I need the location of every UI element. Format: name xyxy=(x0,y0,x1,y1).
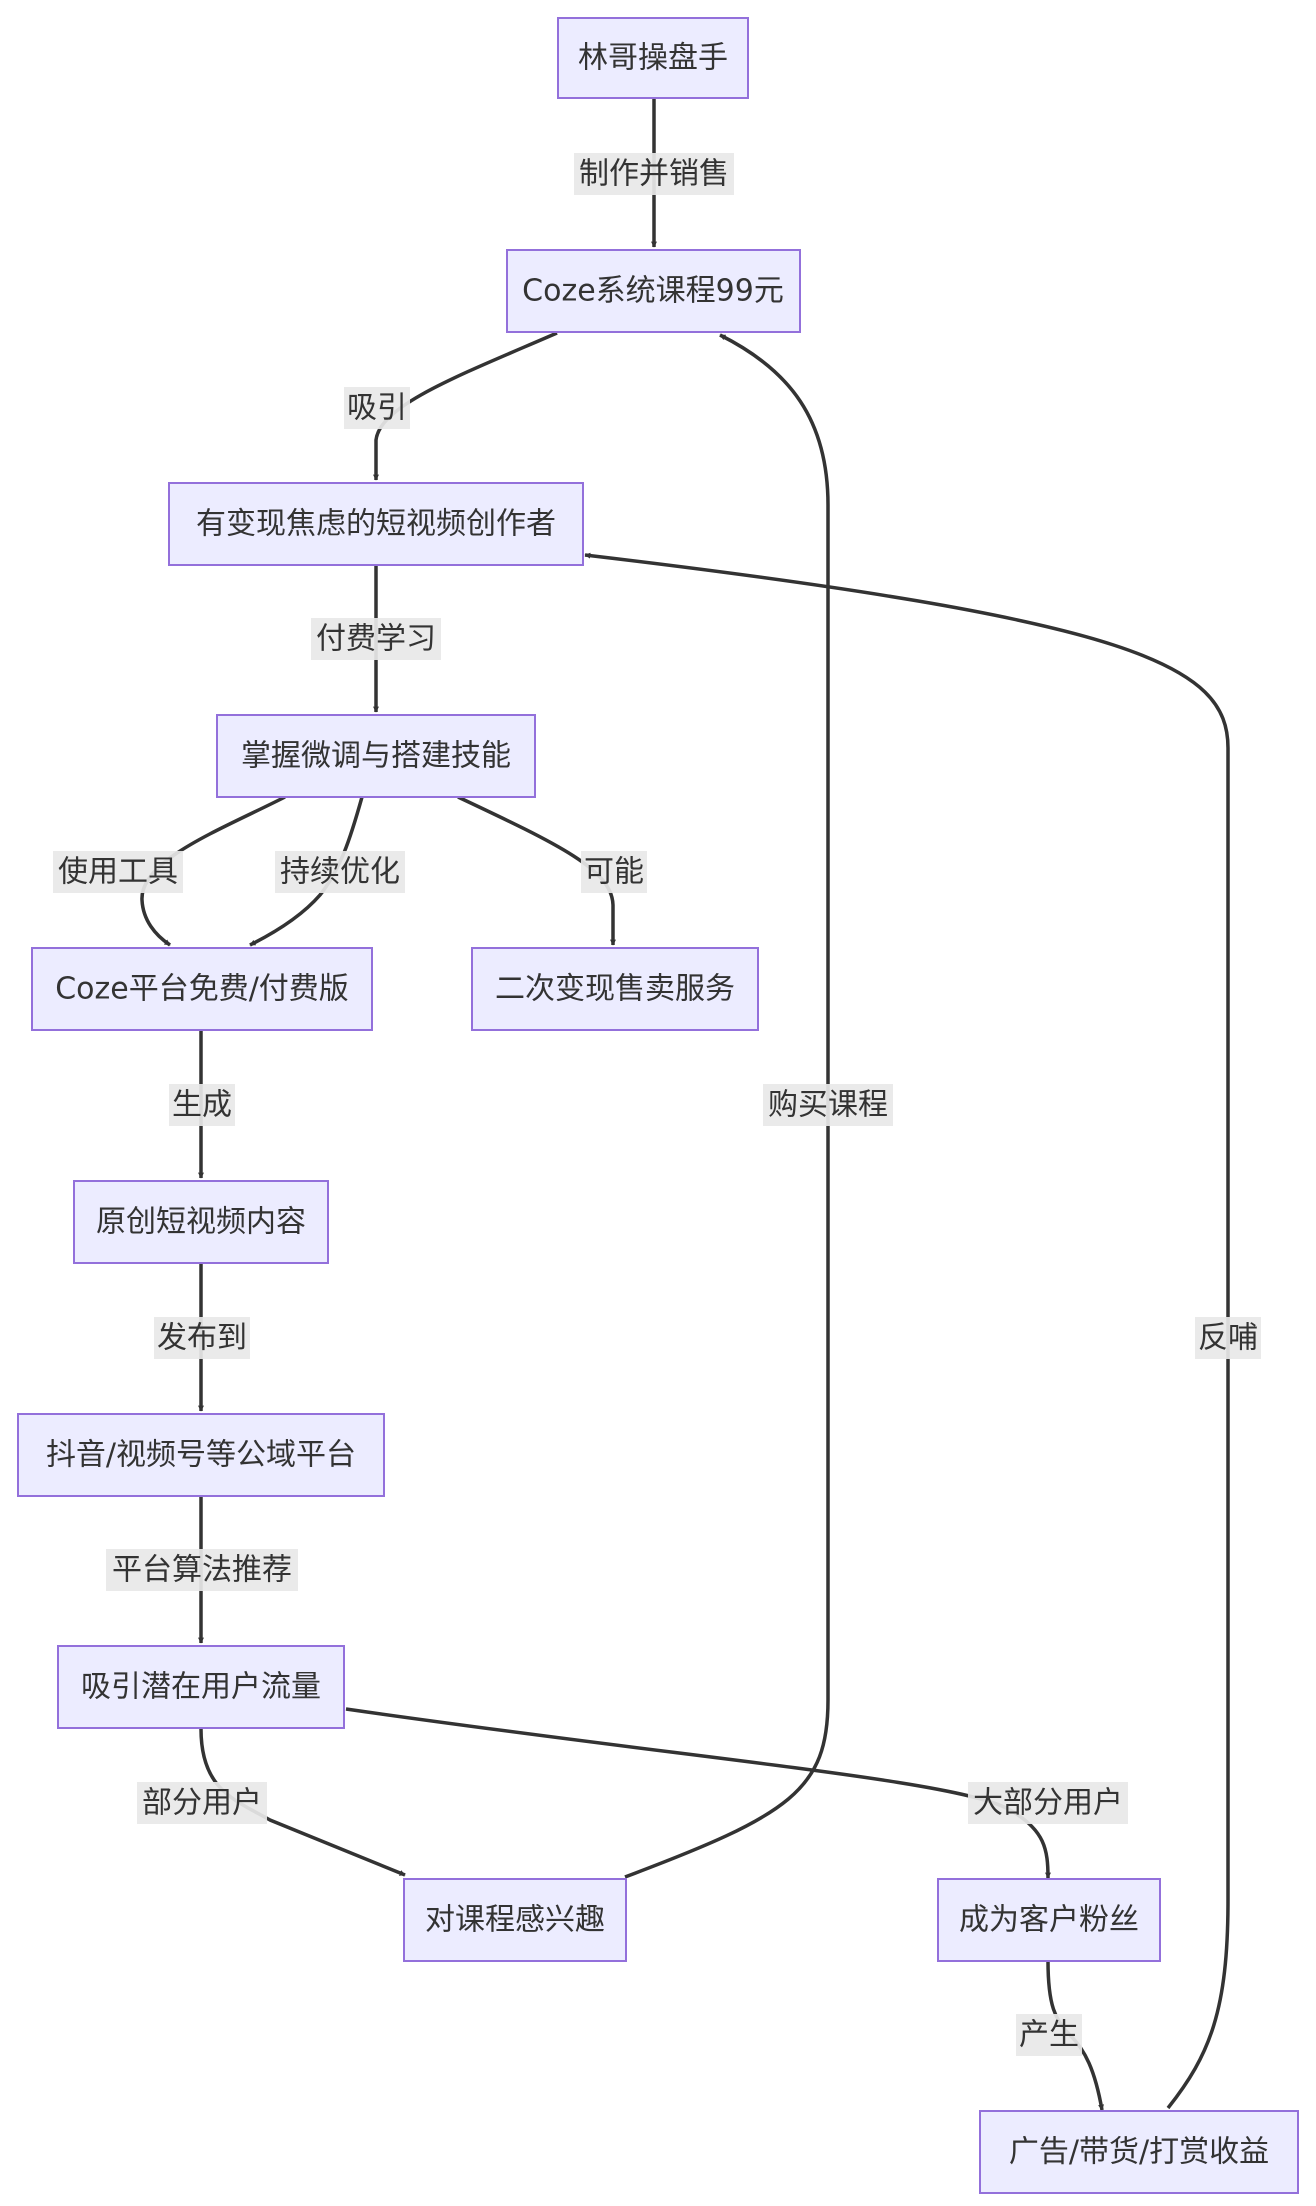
edge-coze-to-content: 生成 xyxy=(169,1031,235,1179)
svg-text:购买课程: 购买课程 xyxy=(768,1088,888,1123)
edge-label: 购买课程 xyxy=(763,1084,893,1126)
edge-content-to-platform: 发布到 xyxy=(154,1264,250,1412)
svg-text:反哺: 反哺 xyxy=(1198,1321,1258,1356)
svg-text:部分用户: 部分用户 xyxy=(142,1786,262,1821)
svg-text:生成: 生成 xyxy=(172,1088,232,1123)
edge-label: 持续优化 xyxy=(275,851,405,893)
svg-text:二次变现售卖服务: 二次变现售卖服务 xyxy=(495,972,735,1007)
edge-label: 平台算法推荐 xyxy=(106,1549,298,1591)
edge-label: 大部分用户 xyxy=(968,1782,1128,1824)
edge-skill-to-resell: 可能 xyxy=(457,795,647,946)
edge-lin-to-course: 制作并销售 xyxy=(574,97,734,248)
edge-platform-to-traffic: 平台算法推荐 xyxy=(106,1496,298,1644)
edge-label: 反哺 xyxy=(1195,1317,1261,1359)
svg-text:抖音/视频号等公域平台: 抖音/视频号等公域平台 xyxy=(46,1438,356,1473)
node-public-platform: 抖音/视频号等公域平台 xyxy=(17,1413,385,1497)
edge-label: 可能 xyxy=(581,851,647,893)
edge-label: 制作并销售 xyxy=(574,153,734,195)
edge-label: 发布到 xyxy=(154,1317,250,1359)
svg-text:成为客户粉丝: 成为客户粉丝 xyxy=(959,1903,1139,1938)
svg-text:Coze平台免费/付费版: Coze平台免费/付费版 xyxy=(55,972,349,1007)
svg-text:掌握微调与搭建技能: 掌握微调与搭建技能 xyxy=(241,739,511,774)
svg-text:持续优化: 持续优化 xyxy=(280,855,400,890)
edge-fans-to-income: 产生 xyxy=(1016,1960,1105,2111)
node-income: 广告/带货/打赏收益 xyxy=(979,2110,1299,2194)
edges: 制作并销售 吸引 付费学习 使用工具 xyxy=(53,97,1261,2111)
edge-label: 部分用户 xyxy=(137,1782,267,1824)
svg-text:使用工具: 使用工具 xyxy=(58,855,178,890)
svg-text:付费学习: 付费学习 xyxy=(316,622,436,657)
svg-text:平台算法推荐: 平台算法推荐 xyxy=(112,1553,292,1588)
node-lin-operator: 林哥操盘手 xyxy=(557,17,749,99)
node-become-fans: 成为客户粉丝 xyxy=(937,1878,1161,1962)
edge-traffic-to-fans: 大部分用户 xyxy=(345,1707,1128,1879)
edge-label: 使用工具 xyxy=(53,851,183,893)
svg-text:有变现焦虑的短视频创作者: 有变现焦虑的短视频创作者 xyxy=(196,507,556,542)
svg-text:林哥操盘手: 林哥操盘手 xyxy=(578,41,728,76)
node-course-interest: 对课程感兴趣 xyxy=(403,1878,627,1962)
node-skill: 掌握微调与搭建技能 xyxy=(216,714,536,798)
edge-label: 生成 xyxy=(169,1084,235,1126)
node-resell-service: 二次变现售卖服务 xyxy=(471,947,759,1031)
edge-skill-to-coze-optimize: 持续优化 xyxy=(249,796,405,947)
svg-text:大部分用户: 大部分用户 xyxy=(973,1786,1123,1821)
svg-text:制作并销售: 制作并销售 xyxy=(579,157,729,192)
edge-interest-to-course: 购买课程 xyxy=(624,333,893,1879)
node-creator: 有变现焦虑的短视频创作者 xyxy=(168,482,584,566)
edge-label: 付费学习 xyxy=(311,618,441,660)
edge-label: 产生 xyxy=(1016,2014,1082,2056)
edge-skill-to-coze-tools: 使用工具 xyxy=(53,795,286,947)
svg-text:原创短视频内容: 原创短视频内容 xyxy=(96,1205,306,1240)
svg-text:产生: 产生 xyxy=(1019,2018,1079,2053)
node-traffic: 吸引潜在用户流量 xyxy=(57,1645,345,1729)
node-original-content: 原创短视频内容 xyxy=(73,1180,329,1264)
svg-text:吸引: 吸引 xyxy=(347,391,407,426)
node-coze-platform: Coze平台免费/付费版 xyxy=(31,947,373,1031)
svg-text:对课程感兴趣: 对课程感兴趣 xyxy=(425,1903,605,1938)
edge-traffic-to-interest: 部分用户 xyxy=(137,1728,406,1877)
edge-course-to-creator: 吸引 xyxy=(344,331,558,481)
svg-text:吸引潜在用户流量: 吸引潜在用户流量 xyxy=(81,1670,321,1705)
edge-label: 吸引 xyxy=(344,387,410,429)
svg-text:Coze系统课程99元: Coze系统课程99元 xyxy=(522,274,784,309)
nodes: 林哥操盘手 Coze系统课程99元 有变现焦虑的短视频创作者 掌握微调与搭建技能… xyxy=(17,17,1299,2194)
edge-income-to-creator: 反哺 xyxy=(584,552,1261,2110)
svg-text:发布到: 发布到 xyxy=(157,1321,247,1356)
node-coze-course: Coze系统课程99元 xyxy=(506,249,801,333)
edge-creator-to-skill: 付费学习 xyxy=(311,565,441,713)
svg-text:可能: 可能 xyxy=(584,855,644,890)
svg-text:广告/带货/打赏收益: 广告/带货/打赏收益 xyxy=(1009,2135,1269,2170)
